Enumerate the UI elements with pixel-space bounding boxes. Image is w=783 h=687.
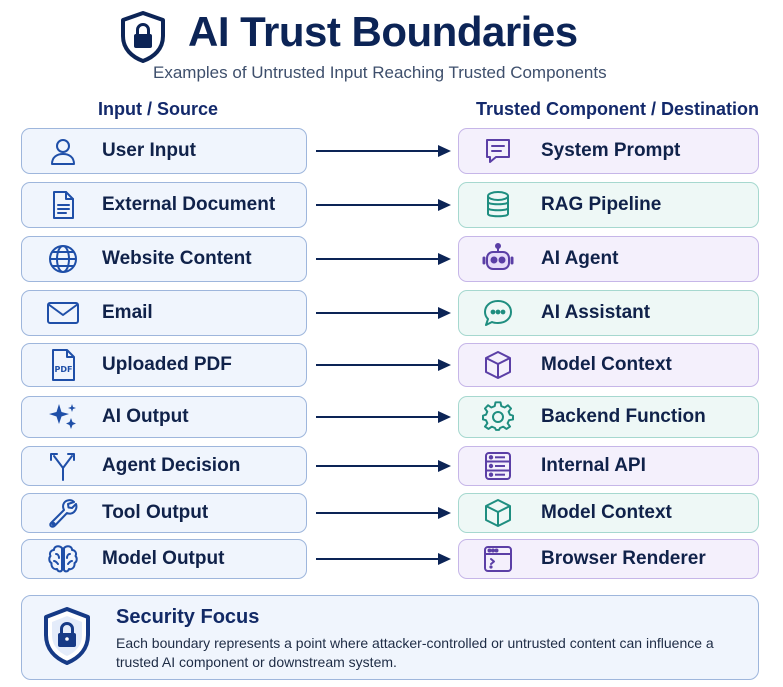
source-box: User Input bbox=[21, 128, 307, 174]
source-label: AI Output bbox=[102, 406, 189, 427]
arrow-icon bbox=[316, 553, 451, 565]
wrench-icon bbox=[46, 496, 80, 530]
security-focus-title: Security Focus bbox=[116, 606, 260, 628]
source-label: External Document bbox=[102, 194, 276, 215]
arrow-icon bbox=[316, 359, 451, 371]
mail-icon bbox=[46, 296, 80, 330]
arrow-icon bbox=[316, 411, 451, 423]
source-label: Tool Output bbox=[102, 502, 209, 523]
arrow-icon bbox=[316, 199, 451, 211]
source-box: Email bbox=[21, 290, 307, 336]
destination-box: System Prompt bbox=[458, 128, 759, 174]
security-focus-text: Each boundary represents a point where a… bbox=[116, 635, 714, 670]
source-box: AI Output bbox=[21, 396, 307, 438]
source-box: Tool Output bbox=[21, 493, 307, 533]
source-label: Agent Decision bbox=[102, 455, 241, 476]
arrow-icon bbox=[316, 145, 451, 157]
destination-column-header: Trusted Component / Destination bbox=[476, 99, 760, 119]
shield-lock-icon bbox=[44, 607, 90, 665]
destination-box: RAG Pipeline bbox=[458, 182, 759, 228]
browser-window-icon bbox=[481, 542, 515, 576]
cube-icon bbox=[481, 496, 515, 530]
chat-bubble-icon bbox=[481, 296, 515, 330]
destination-label: AI Assistant bbox=[541, 302, 651, 323]
source-label: Model Output bbox=[102, 548, 225, 569]
source-label: User Input bbox=[102, 140, 196, 161]
source-label: Email bbox=[102, 302, 153, 323]
destination-box: Model Context bbox=[458, 493, 759, 533]
destination-label: Internal API bbox=[541, 455, 646, 476]
database-icon bbox=[481, 188, 515, 222]
document-icon bbox=[46, 188, 80, 222]
boundary-rows: User Input System Prompt External Docume… bbox=[21, 128, 759, 579]
sparkles-icon bbox=[46, 400, 80, 434]
destination-label: System Prompt bbox=[541, 140, 681, 161]
source-box: PDF Uploaded PDF bbox=[21, 343, 307, 387]
server-icon bbox=[481, 449, 515, 483]
arrow-icon bbox=[316, 460, 451, 472]
source-box: External Document bbox=[21, 182, 307, 228]
destination-label: RAG Pipeline bbox=[541, 194, 662, 215]
shield-lock-icon bbox=[121, 11, 165, 63]
message-square-icon bbox=[481, 134, 515, 168]
user-icon bbox=[46, 134, 80, 168]
destination-box: Browser Renderer bbox=[458, 539, 759, 579]
destination-label: AI Agent bbox=[541, 248, 619, 269]
destination-label: Backend Function bbox=[541, 406, 706, 427]
destination-label: Browser Renderer bbox=[541, 548, 706, 569]
page-title: AI Trust Boundaries bbox=[188, 8, 578, 55]
source-box: Agent Decision bbox=[21, 446, 307, 486]
source-box: Model Output bbox=[21, 539, 307, 579]
source-column-header: Input / Source bbox=[98, 99, 219, 119]
header: AI Trust Boundaries Examples of Untruste… bbox=[0, 0, 783, 95]
robot-icon bbox=[481, 242, 515, 276]
svg-text:PDF: PDF bbox=[55, 365, 73, 374]
destination-box: AI Agent bbox=[458, 236, 759, 282]
arrow-icon bbox=[316, 253, 451, 265]
destination-box: Internal API bbox=[458, 446, 759, 486]
split-arrow-icon bbox=[46, 449, 80, 483]
cube-icon bbox=[481, 348, 515, 382]
arrow-icon bbox=[316, 307, 451, 319]
destination-label: Model Context bbox=[541, 502, 672, 523]
destination-box: Model Context bbox=[458, 343, 759, 387]
page-subtitle: Examples of Untrusted Input Reaching Tru… bbox=[153, 63, 607, 82]
destination-box: AI Assistant bbox=[458, 290, 759, 336]
globe-icon bbox=[46, 242, 80, 276]
source-box: Website Content bbox=[21, 236, 307, 282]
gear-icon bbox=[481, 400, 515, 434]
brain-icon bbox=[46, 542, 80, 576]
security-focus-panel: Security Focus Each boundary represents … bbox=[21, 595, 759, 680]
destination-label: Model Context bbox=[541, 354, 672, 375]
destination-box: Backend Function bbox=[458, 396, 759, 438]
pdf-file-icon: PDF bbox=[46, 348, 80, 382]
source-label: Uploaded PDF bbox=[102, 354, 232, 375]
source-label: Website Content bbox=[102, 248, 252, 269]
arrow-icon bbox=[316, 507, 451, 519]
